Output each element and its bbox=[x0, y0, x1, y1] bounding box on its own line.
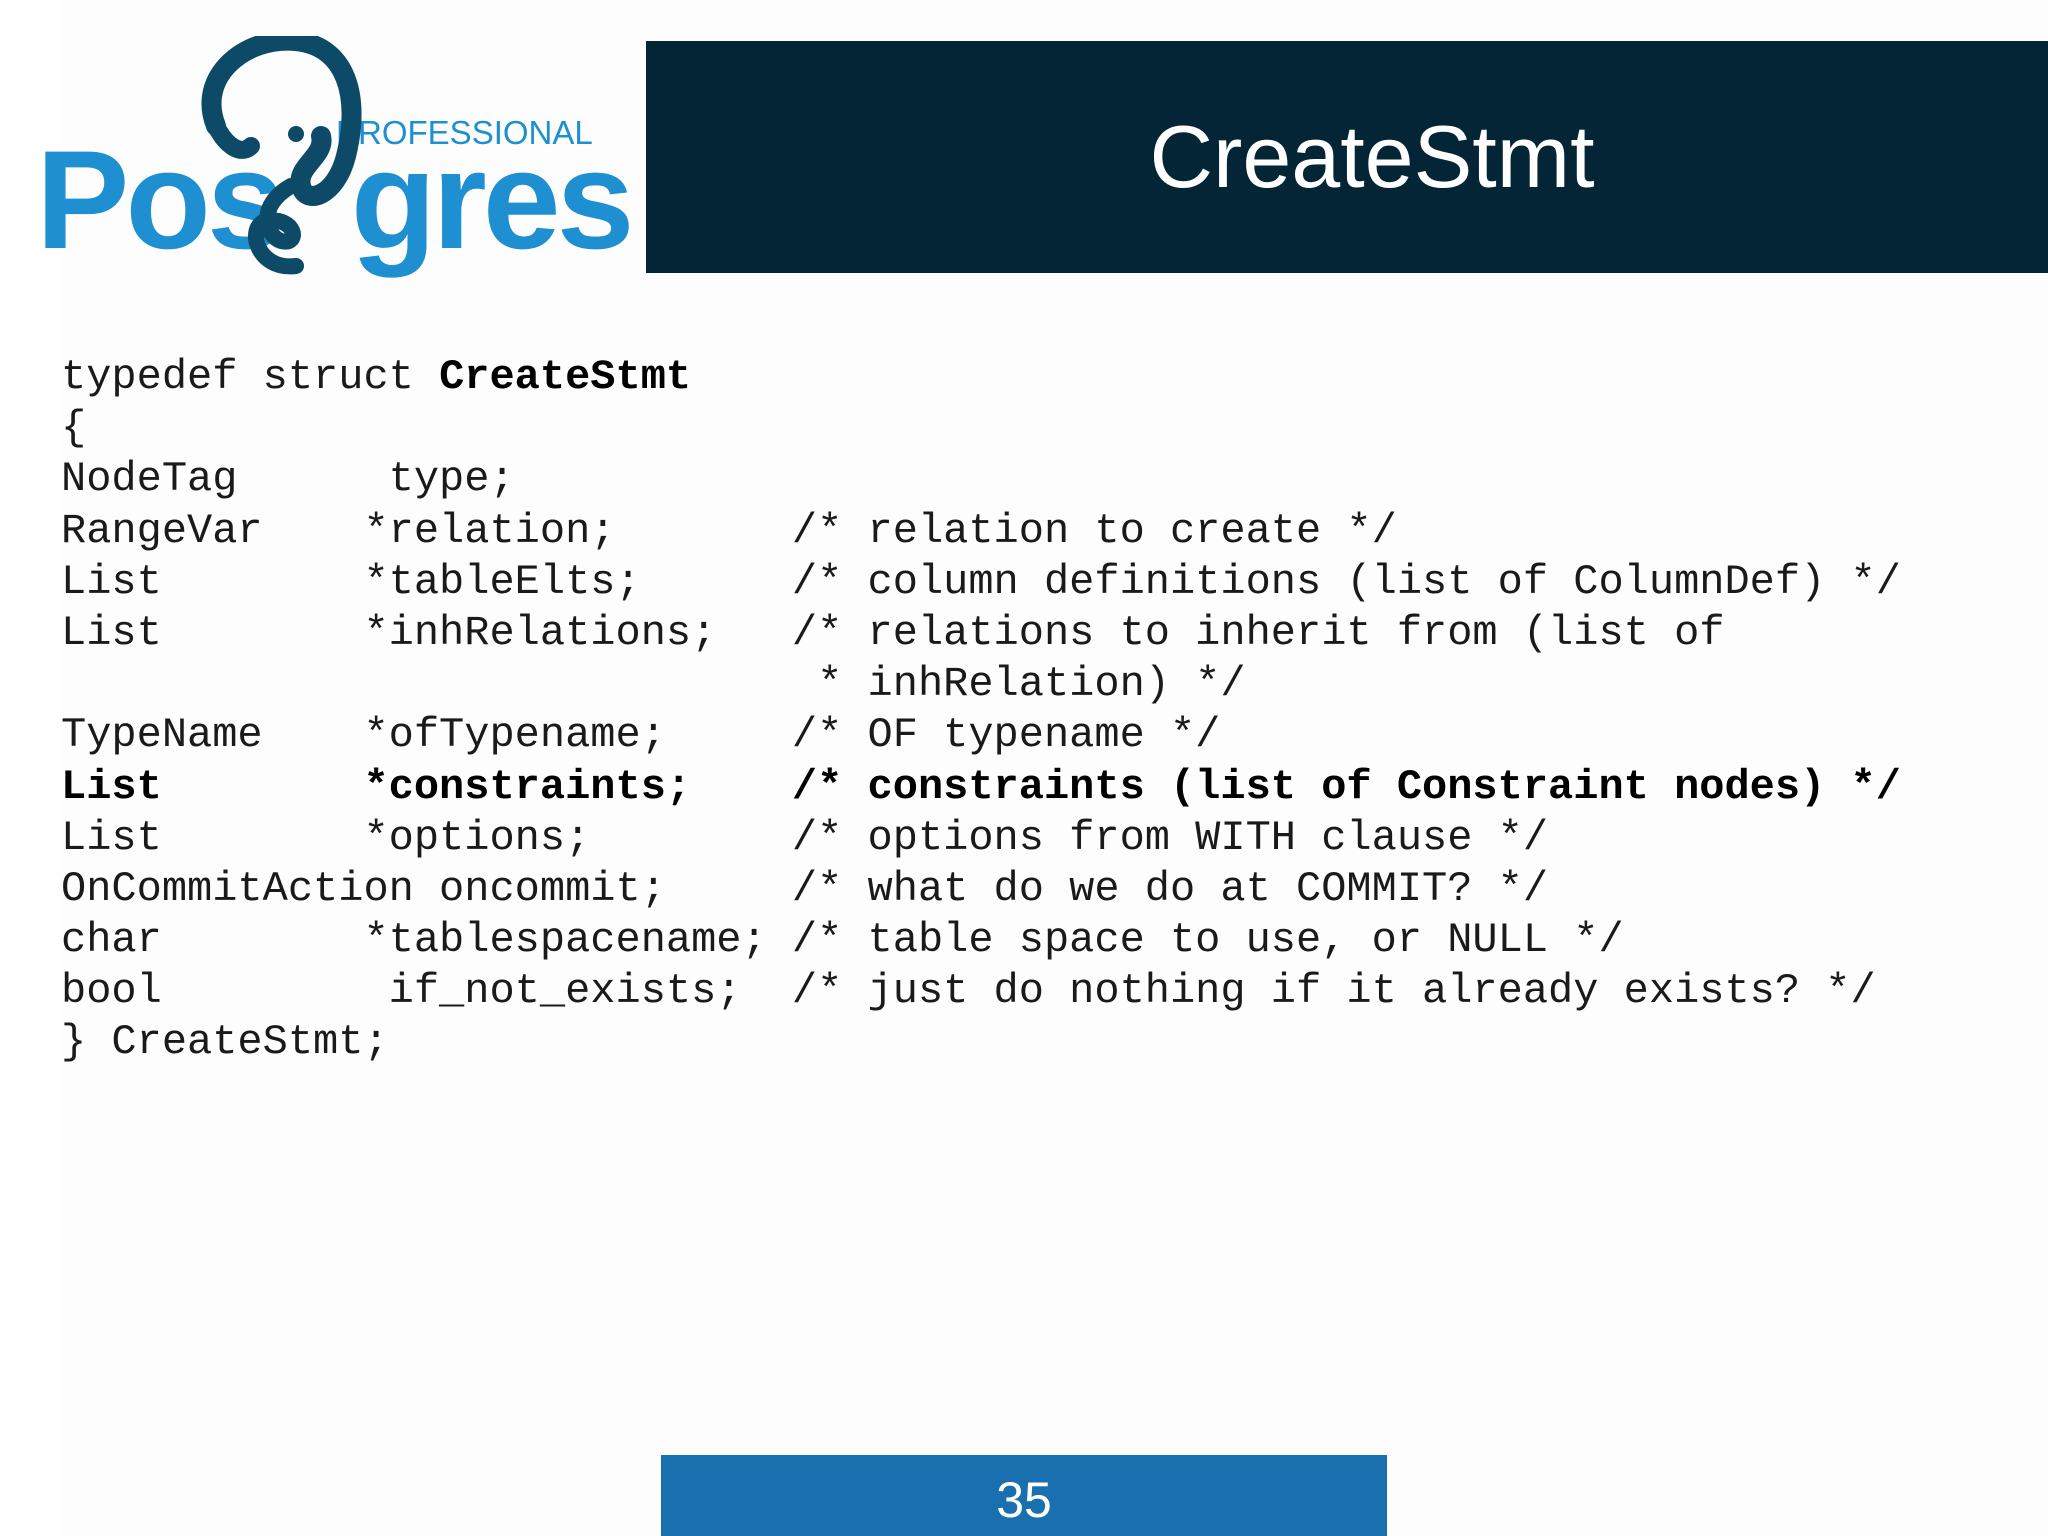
code-fields: NodeTag type;RangeVar *relation; /* rela… bbox=[61, 454, 1901, 1017]
code-declaration-name: CreateStmt bbox=[439, 353, 692, 401]
code-field-line: bool if_not_exists; /* just do nothing i… bbox=[61, 967, 1876, 1016]
code-field-line: * inhRelation) */ bbox=[61, 660, 1246, 709]
elephant-icon bbox=[201, 36, 362, 275]
code-field-line: RangeVar *relation; /* relation to creat… bbox=[61, 506, 1397, 555]
code-field-line: List *inhRelations; /* relations to inhe… bbox=[61, 608, 1725, 657]
code-field-line: List *constraints; /* constraints (list … bbox=[61, 762, 1901, 811]
code-field-line: char *tablespacename; /* table space to … bbox=[61, 916, 1624, 965]
code-field-line: List *options; /* options from WITH clau… bbox=[61, 813, 1549, 862]
code-declaration-prefix: typedef struct bbox=[61, 353, 440, 401]
code-block: typedef struct CreateStmt { NodeTag type… bbox=[61, 352, 1901, 1069]
code-field-line: NodeTag type; bbox=[61, 455, 515, 504]
slide-title: CreateStmt bbox=[1149, 107, 1595, 206]
code-declaration-line: typedef struct CreateStmt bbox=[61, 352, 1901, 403]
code-closing-line: } CreateStmt; bbox=[61, 1018, 389, 1067]
code-field-line: TypeName *ofTypename; /* OF typename */ bbox=[61, 711, 1221, 760]
code-field-line: OnCommitAction oncommit; /* what do we d… bbox=[61, 864, 1549, 913]
page-number: 35 bbox=[996, 1472, 1052, 1528]
logo-professional-text: PROFESSIONAL bbox=[336, 114, 593, 151]
code-field-line: List *tableElts; /* column definitions (… bbox=[61, 557, 1901, 606]
page-number-bar: 35 bbox=[661, 1455, 1387, 1536]
title-bar: CreateStmt bbox=[646, 41, 2048, 273]
code-open-brace: { bbox=[61, 404, 87, 453]
logo-word-right: gres bbox=[350, 121, 635, 278]
